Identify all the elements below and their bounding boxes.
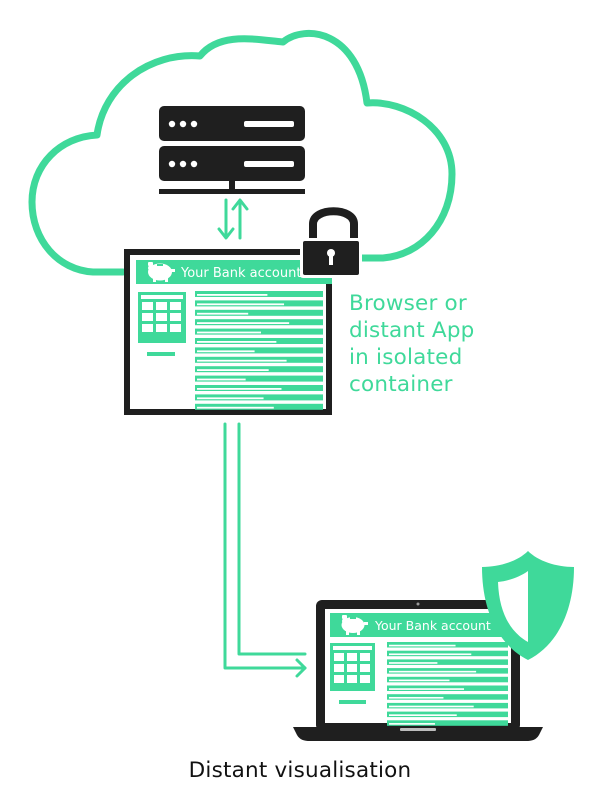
laptop-screen: Your Bank account <box>330 613 510 726</box>
laptop-keypad-icon <box>330 643 375 704</box>
content-row-text <box>197 388 282 390</box>
bidirectional-arrows-icon <box>217 198 249 240</box>
connector-arrows-icon <box>223 422 307 678</box>
cloud-icon <box>28 29 456 276</box>
content-row-text <box>389 670 477 673</box>
content-row-text <box>197 406 274 409</box>
server-icon <box>159 106 305 194</box>
piggy-bank-icon <box>148 262 175 282</box>
content-row-text <box>389 679 450 682</box>
bottom-caption: Distant visualisation <box>188 758 412 783</box>
content-row <box>387 720 508 726</box>
content-row-text <box>197 397 264 400</box>
content-row-text <box>389 705 474 708</box>
content-row-text <box>389 696 444 699</box>
content-row-text <box>197 359 287 362</box>
content-row <box>195 375 323 382</box>
content-row-text <box>197 378 246 381</box>
content-row-text <box>197 294 268 296</box>
laptop-piggy-bank-icon <box>341 615 368 635</box>
side-caption-line: container <box>349 372 453 397</box>
content-row-text <box>197 369 269 371</box>
laptop-content-list <box>387 642 508 726</box>
content-row-text <box>389 723 435 725</box>
content-row-text <box>197 312 249 315</box>
browser-header-text: Your Bank account <box>180 266 301 281</box>
content-row-text <box>197 303 285 306</box>
content-row-text <box>389 644 456 647</box>
shield-icon <box>482 551 574 660</box>
padlock-icon <box>300 207 362 278</box>
content-row-text <box>197 331 261 334</box>
laptop-header-text: Your Bank account <box>374 618 491 633</box>
content-row-text <box>197 322 290 324</box>
side-caption-line: distant App <box>349 318 475 343</box>
browser-content-list <box>195 291 323 410</box>
side-caption-line: Browser or <box>349 291 467 316</box>
content-row-text <box>389 662 438 664</box>
content-row-text <box>389 653 472 656</box>
content-row-text <box>389 688 465 690</box>
content-row <box>195 309 323 316</box>
content-row <box>387 659 508 665</box>
keypad-icon <box>138 292 186 356</box>
content-row <box>387 694 508 700</box>
side-caption: Browser or distant App in isolated conta… <box>349 290 475 398</box>
content-row <box>195 347 323 354</box>
content-row-text <box>197 341 277 343</box>
content-row-text <box>389 714 457 716</box>
side-caption-line: in isolated <box>349 345 463 370</box>
content-row-text <box>197 350 255 353</box>
browser-window: Your Bank account <box>124 249 332 415</box>
